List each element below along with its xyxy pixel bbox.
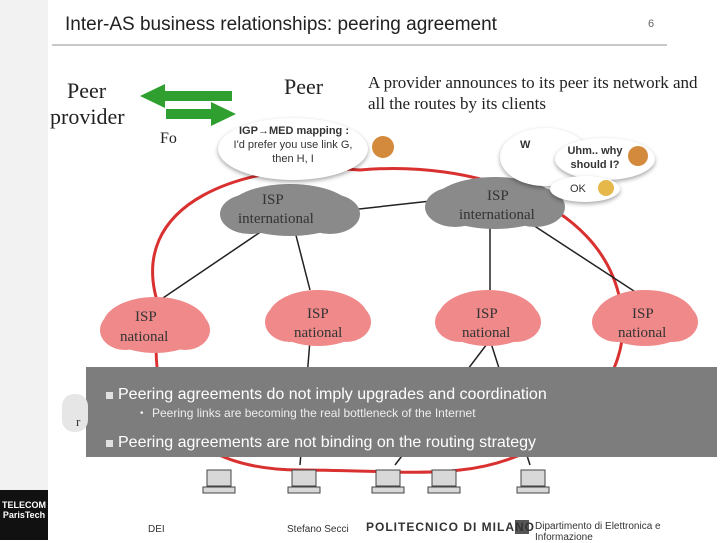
department-text: Dipartimento di Elettronica e Informazio… [535, 521, 661, 543]
announce-text: A provider announces to its peer its net… [368, 73, 698, 113]
igp-med-title: IGP→MED mapping : [239, 125, 349, 137]
computer-icon [371, 469, 405, 494]
partial-cut-text: r [76, 414, 81, 429]
frowning-face-icon [628, 146, 648, 166]
cloud-national-1 [100, 297, 210, 353]
cloud-label-isp: ISP [487, 188, 509, 204]
title-divider [52, 44, 667, 46]
w-partial: W [520, 139, 531, 151]
angry-face-icon [372, 136, 394, 158]
bullet-peering-no-upgrades: Peering agreements do not imply upgrades… [118, 386, 547, 403]
cloud-label-isp: ISP [135, 309, 157, 325]
computer-icon [516, 469, 550, 494]
fo-partial-label: Fo [160, 130, 177, 147]
computer-icon [202, 469, 236, 494]
igp-med-body: I'd prefer you use link G, then H, I [233, 139, 353, 165]
cloud-label-isp: ISP [632, 306, 654, 322]
cloud-label-international: international [238, 211, 314, 227]
telecom-logo: TELECOM ParisTech [0, 490, 48, 540]
end-hosts [202, 469, 550, 494]
slide-footer [0, 496, 720, 540]
slide-title: Inter-AS business relationships: peering… [65, 14, 497, 35]
cloud-label-national: national [462, 325, 511, 341]
provider-left-label: provider [50, 104, 125, 129]
computer-icon [287, 469, 321, 494]
peer-right-label: Peer [284, 74, 324, 99]
ok-text: OK [570, 183, 586, 195]
peer-left-label: Peer [67, 78, 107, 103]
cloud-label-national: national [618, 325, 667, 341]
peering-arrows [140, 84, 236, 126]
arrow-right [166, 102, 236, 126]
key-points-box [86, 367, 717, 457]
cloud-national-3 [435, 290, 541, 346]
footer-author: Stefano Secci [287, 524, 349, 535]
cloud-label-national: national [294, 325, 343, 341]
bullet-marker [106, 440, 113, 447]
cloud-label-international: international [459, 207, 535, 223]
cloud-label-isp: ISP [307, 306, 329, 322]
computer-icon [427, 469, 461, 494]
arrow-left [140, 84, 232, 108]
cloud-label-national: national [120, 329, 169, 345]
left-sidebar-strip [0, 0, 48, 540]
sub-bullet-bottleneck: Peering links are becoming the real bott… [152, 406, 476, 420]
igp-med-bubble [218, 118, 368, 180]
cloud-national-4 [592, 290, 698, 346]
cloud-national-2 [265, 290, 371, 346]
cloud-label-isp: ISP [262, 192, 284, 208]
cloud-international-right [425, 177, 565, 229]
footer-dei: DEI [148, 524, 165, 535]
sub-bullet-marker: • [140, 408, 144, 419]
bullet-not-binding: Peering agreements are not binding on th… [118, 434, 537, 451]
bullet-marker [106, 392, 113, 399]
polimi-logo-text: POLITECNICO DI MILANO [366, 520, 535, 534]
cloud-label-isp: ISP [476, 306, 498, 322]
page-number: 6 [648, 18, 655, 30]
partial-cloud [62, 394, 88, 432]
why-text: Uhm.. why should I? [567, 145, 623, 171]
cloud-international-left [220, 184, 360, 236]
dei-logo-icon [515, 520, 529, 534]
smiling-face-icon [598, 180, 614, 196]
